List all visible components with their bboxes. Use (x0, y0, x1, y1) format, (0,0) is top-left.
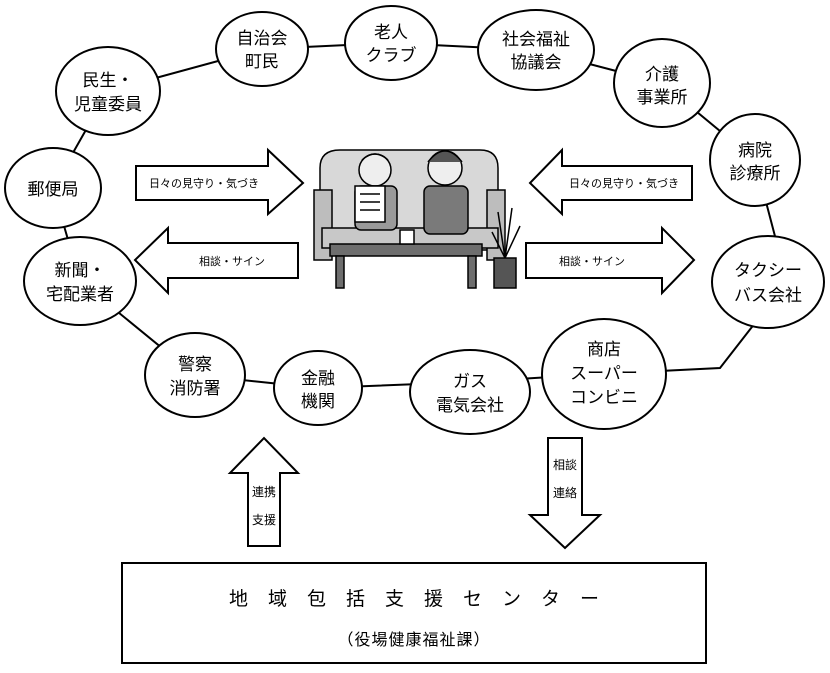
node-minsei: 民生・ 児童委員 (55, 46, 161, 136)
node-roujin-club: 老人 クラブ (344, 5, 438, 81)
arrow-renkei-up: 連携 支援 (227, 436, 301, 547)
arrow-sodan-right: 相談・サイン (525, 225, 696, 296)
node-kinyu-line2: 機関 (301, 392, 335, 412)
node-shinbun: 新聞・ 宅配業者 (23, 236, 137, 326)
center-title: 地域包括支援センター (228, 588, 619, 610)
node-taxi-line2: バス会社 (734, 286, 802, 306)
node-kaigo-line1: 介護 (645, 65, 679, 85)
arrow-sodan-renraku-line2: 連絡 (553, 485, 577, 500)
node-roujin-line2: クラブ (366, 45, 417, 66)
arrow-sodan-renraku-down: 相談 連絡 (527, 437, 603, 550)
node-gas-line2: 電気会社 (436, 396, 504, 416)
node-taxi: タクシー バス会社 (711, 235, 825, 329)
node-byoin-line1: 病院 (738, 141, 772, 161)
node-shinbun-line1: 新聞・ (55, 261, 106, 281)
node-shoten-line1: 商店 (587, 340, 621, 360)
arrow-sodan-renraku-line1: 相談 (553, 457, 577, 472)
arrow-mimamori-left-label: 日々の見守り・気づき (149, 176, 259, 190)
arrow-mimamori-right: 日々の見守り・気づき (528, 147, 693, 217)
node-jichikai-line2: 町民 (245, 52, 279, 72)
node-shakyo-line1: 社会福祉 (502, 30, 570, 50)
arrow-renkei-line2: 支援 (252, 513, 276, 527)
node-taxi-line1: タクシー (734, 261, 802, 281)
node-shakyo: 社会福祉 協議会 (477, 9, 595, 91)
node-keisatsu-line1: 警察 (178, 355, 212, 375)
node-minsei-line2: 児童委員 (74, 95, 142, 115)
node-kinyu: 金融 機関 (273, 350, 363, 426)
arrow-sodan-left-label: 相談・サイン (199, 254, 265, 268)
node-byoin: 病院 診療所 (709, 113, 801, 207)
arrow-sodan-left: 相談・サイン (133, 225, 299, 296)
arrow-sodan-right-label: 相談・サイン (559, 254, 625, 268)
node-shoten: 商店 スーパー コンビニ (541, 318, 667, 430)
node-keisatsu: 警察 消防署 (144, 332, 246, 418)
node-yubin: 郵便局 (4, 147, 102, 229)
center-subtitle: （役場健康福祉課） (337, 630, 491, 649)
node-keisatsu-line2: 消防署 (170, 379, 221, 399)
elderly-couple-illustration (313, 149, 521, 289)
node-kinyu-line1: 金融 (301, 369, 335, 389)
node-byoin-line2: 診療所 (730, 164, 781, 184)
node-jichikai: 自治会 町民 (215, 11, 309, 87)
community-support-center-box: 地域包括支援センター （役場健康福祉課） (121, 562, 707, 664)
node-shoten-line3: コンビニ (570, 388, 638, 408)
node-kaigo-line2: 事業所 (637, 88, 688, 108)
node-yubin-line1: 郵便局 (28, 180, 79, 200)
node-jichikai-line1: 自治会 (237, 29, 288, 49)
node-gas-line1: ガス (453, 372, 487, 392)
node-minsei-line1: 民生・ (83, 71, 134, 91)
node-shakyo-line2: 協議会 (511, 53, 562, 73)
node-shoten-line2: スーパー (570, 364, 638, 384)
arrow-mimamori-left: 日々の見守り・気づき (135, 147, 305, 217)
node-shinbun-line2: 宅配業者 (46, 285, 114, 305)
arrow-renkei-line1: 連携 (252, 484, 276, 499)
node-roujin-line1: 老人 (374, 23, 408, 43)
node-gas: ガス 電気会社 (409, 349, 531, 435)
arrow-mimamori-right-label: 日々の見守り・気づき (569, 176, 679, 190)
node-kaigo: 介護 事業所 (613, 38, 711, 128)
